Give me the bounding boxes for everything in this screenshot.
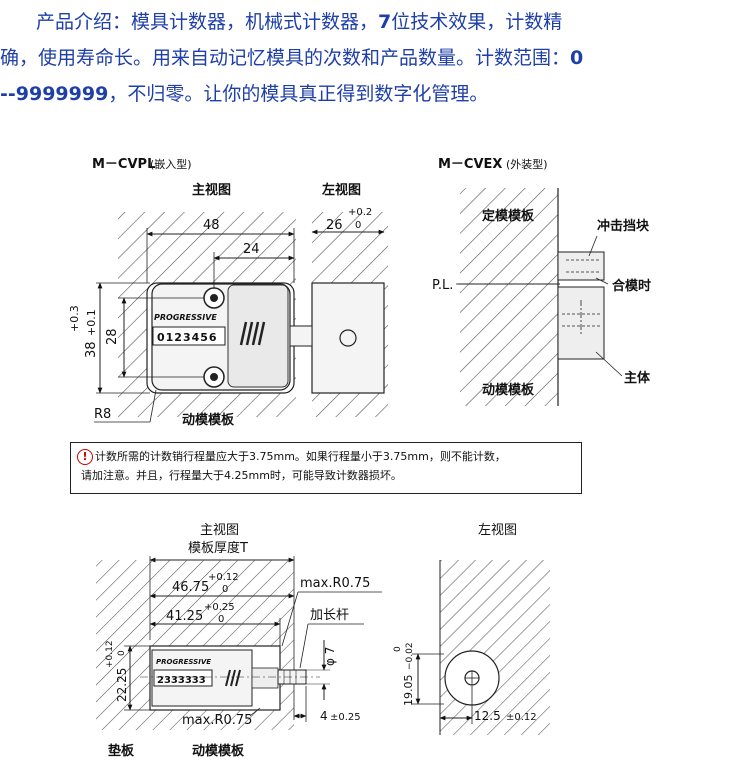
bottom-dim-41-25-tol-upper: +0.25 <box>204 602 235 613</box>
cvpl-model: M－CVPL <box>92 157 155 172</box>
cvpl-main-view-title: 主视图 <box>192 182 231 198</box>
bottom-dim-4: 4 <box>320 709 328 723</box>
cvpl-dim-24: 24 <box>243 242 260 257</box>
warning-text-1: 计数所需的计数销行程量应大于3.75mm。如果行程量小于3.75mm，则不能计数… <box>95 450 506 463</box>
bottom-dim-46-75: 46.75 <box>172 580 209 595</box>
bottom-extension-rod-label: 加长杆 <box>310 608 349 623</box>
bottom-dim-41-25: 41.25 <box>166 609 203 624</box>
cvpl-radius: R8 <box>94 407 111 422</box>
cvpl-side-view-title: 左视图 <box>322 182 361 198</box>
bottom-dim-22-25-tol-upper: +0.12 <box>105 640 115 668</box>
bottom-side-drawing: 左视图 19.05 0 −0.02 12.5 ±0.12 <box>393 523 550 735</box>
bottom-main-drawing: 主视图 模板厚度T PROGRESSIVE 2333333 46.75 +0.1… <box>96 523 382 759</box>
cvex-mold-close-label: 合模时 <box>612 278 651 294</box>
warning-box: !计数所需的计数销行程量应大于3.75mm。如果行程量小于3.75mm，则不能计… <box>70 442 582 494</box>
bottom-main-view-title: 主视图 <box>200 523 239 538</box>
bottom-dim-41-25-tol-lower: 0 <box>218 614 224 625</box>
cvpl-dim-38-tol-lower: +0.1 <box>85 309 98 336</box>
product-intro: 产品介绍：模具计数器，机械式计数器，7位技术效果，计数精 确，使用寿命长。用来自… <box>0 4 746 112</box>
cvpl-side-body <box>311 282 385 394</box>
bottom-side-plate <box>440 560 550 735</box>
bottom-digits: 2333333 <box>157 675 206 686</box>
warning-icon: ! <box>77 449 93 465</box>
cvpl-dim-26-tol-lower: 0 <box>355 220 361 231</box>
bottom-side-dim-19-05: 19.05 <box>402 675 415 707</box>
cvpl-side-hole <box>339 329 357 347</box>
cvpl-dim-48: 48 <box>203 218 220 233</box>
cvex-body-label: 主体 <box>624 370 651 386</box>
cvpl-digit-window <box>152 326 226 346</box>
bottom-plate-thickness: 模板厚度T <box>188 540 248 556</box>
cvpl-plate-label: 动模模板 <box>182 412 235 428</box>
intro-line-3: --9999999，不归零。让你的模具真正得到数字化管理。 <box>0 83 489 105</box>
cvex-fixed-plate-label: 定模模板 <box>481 208 535 224</box>
bottom-dim-22-25-tol-lower: 0 <box>117 650 127 656</box>
bottom-max-r-top: max.R0.75 <box>300 576 370 591</box>
cvex-type: (外装型) <box>506 157 548 171</box>
cvex-impact-block <box>557 251 605 281</box>
warning-line-1: !计数所需的计数销行程量应大于3.75mm。如果行程量小于3.75mm，则不能计… <box>77 447 575 466</box>
cvex-body <box>557 286 605 360</box>
cvpl-side-pin <box>289 325 313 347</box>
bottom-side-view-title: 左视图 <box>478 523 517 538</box>
bottom-side-dim-12-5: 12.5 <box>474 709 501 723</box>
bottom-backing-plate <box>96 560 150 730</box>
cvpl-digits: 0123456 <box>157 331 218 344</box>
cvpl-dim-26: 26 <box>326 218 343 233</box>
bottom-side-dim-tol-lower: −0.02 <box>405 642 415 670</box>
cvpl-stripes <box>239 321 266 346</box>
cvex-impact-block-label: 冲击挡块 <box>597 218 650 234</box>
cvex-drawing: M－CVEX (外装型) 定模模板 冲击挡块 P.L. 合模时 动模模板 主体 <box>432 157 651 406</box>
bottom-dim-22-25: 22.25 <box>115 668 129 702</box>
cvpl-dim-38: 38 <box>84 341 99 358</box>
bottom-dim-4-tol: ±0.25 <box>330 712 361 723</box>
cvex-moving-plate-label: 动模模板 <box>482 382 535 398</box>
cvex-pl-label: P.L. <box>432 278 453 293</box>
cvpl-dim-38-tol-upper: +0.3 <box>68 305 81 332</box>
cvpl-counter-cover <box>227 284 289 388</box>
cvpl-brand: PROGRESSIVE <box>154 313 217 322</box>
cvpl-dim-26-tol-upper: +0.2 <box>348 207 372 218</box>
bottom-digit-window <box>153 669 213 687</box>
bottom-dim-46-75-tol-upper: +0.12 <box>208 572 239 583</box>
bottom-moving-plate-label: 动模模板 <box>192 743 245 759</box>
intro-line-2: 确，使用寿命长。用来自动记忆模具的次数和产品数量。计数范围：0 <box>0 47 584 69</box>
cvpl-dim-28: 28 <box>105 328 120 345</box>
warning-line-2: 请加注意。并且，行程量大于4.25mm时，可能导致计数器损坏。 <box>77 466 575 485</box>
bottom-dim-46-75-tol-lower: 0 <box>222 584 228 595</box>
bottom-stripes <box>225 669 241 687</box>
bottom-max-r-bottom: max.R0.75 <box>182 713 252 728</box>
cvpl-type: (嵌入型) <box>150 157 192 171</box>
bottom-dim-phi7: φ 7 <box>323 647 337 666</box>
cvex-fixed-plate <box>460 188 558 284</box>
cvex-moving-plate <box>460 284 558 406</box>
cvpl-drawing: M－CVPL (嵌入型) 主视图 左视图 PROGRESSIVE 0123456… <box>68 157 388 428</box>
bottom-backing-plate-label: 垫板 <box>108 743 135 759</box>
bottom-brand: PROGRESSIVE <box>156 658 211 666</box>
bottom-side-dim-tol-upper: 0 <box>393 646 403 652</box>
intro-line-1: 产品介绍：模具计数器，机械式计数器，7位技术效果，计数精 <box>36 11 563 33</box>
warning-text-2: 请加注意。并且，行程量大于4.25mm时，可能导致计数器损坏。 <box>81 469 402 482</box>
cvex-model: M－CVEX <box>438 157 502 172</box>
bottom-side-dim-12-5-tol: ±0.12 <box>506 712 537 723</box>
